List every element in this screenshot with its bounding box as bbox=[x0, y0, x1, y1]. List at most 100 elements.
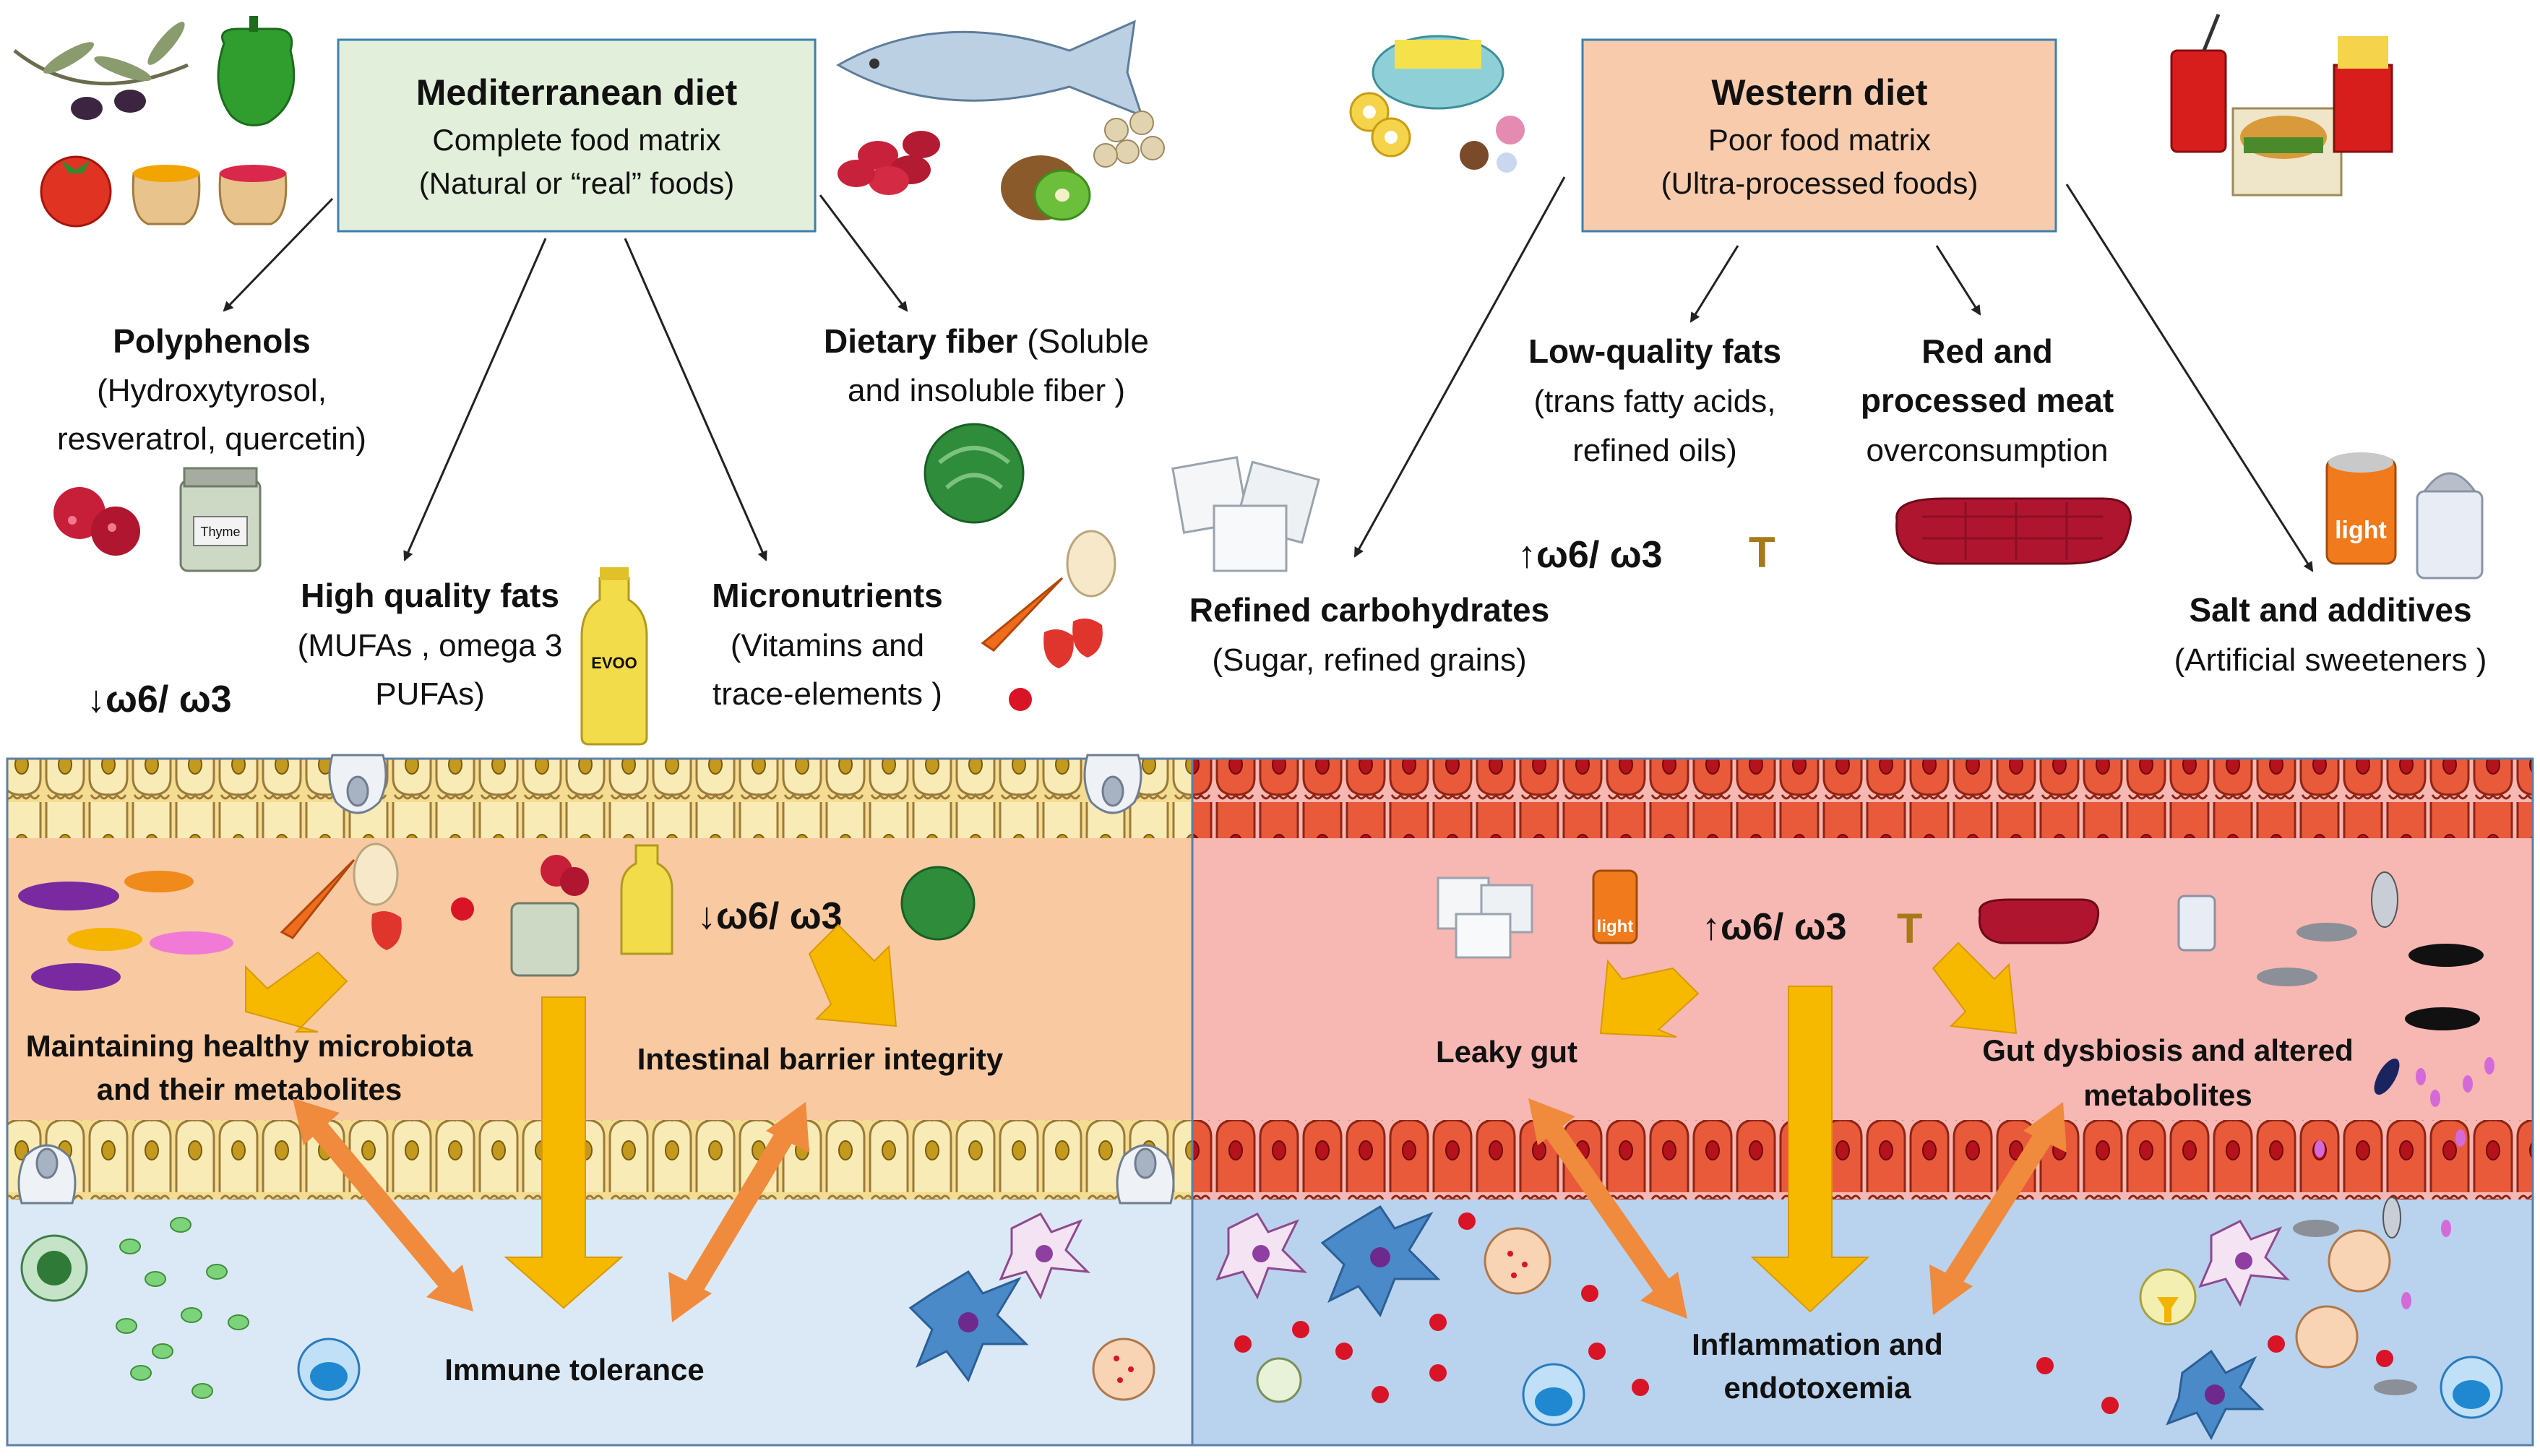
svg-text:and insoluble fiber ): and insoluble fiber ) bbox=[848, 373, 1125, 408]
kiwi-icon bbox=[1001, 155, 1091, 221]
svg-text:(Vitamins and: (Vitamins and bbox=[731, 628, 924, 663]
salt-additives-label: Salt and additives (Artificial sweetener… bbox=[2174, 591, 2487, 678]
svg-text:Polyphenols: Polyphenols bbox=[113, 322, 310, 360]
svg-text:metabolites: metabolites bbox=[2083, 1078, 2252, 1112]
mediterranean-subtitle-2: (Natural or “real” foods) bbox=[419, 166, 734, 200]
raspberries-icon bbox=[53, 487, 140, 556]
svg-text:(Sugar, refined grains): (Sugar, refined grains) bbox=[1212, 642, 1526, 678]
spice-sack-red-icon bbox=[218, 165, 288, 225]
leaky-gut-label: Leaky gut bbox=[1436, 1035, 1577, 1069]
western-subtitle-1: Poor food matrix bbox=[1708, 123, 1931, 157]
refined-carbohydrates-label: Refined carbohydrates (Sugar, refined gr… bbox=[1189, 591, 1549, 678]
svg-text:Inflammation and: Inflammation and bbox=[1692, 1327, 1943, 1361]
polyphenols-label: Polyphenols (Hydroxytyrosol, resveratrol… bbox=[57, 322, 366, 457]
svg-text:(MUFAs , omega 3: (MUFAs , omega 3 bbox=[298, 628, 563, 663]
right-dysbiotic-microbes bbox=[2257, 871, 2494, 1158]
left-epithelium-top bbox=[7, 759, 1192, 838]
svg-text:overconsumption: overconsumption bbox=[1866, 433, 2108, 468]
micronutrients-label: Micronutrients (Vitamins and trace-eleme… bbox=[712, 577, 942, 712]
svg-text:Refined carbohydrates: Refined carbohydrates bbox=[1189, 591, 1549, 629]
mediterranean-subtitle-1: Complete food matrix bbox=[432, 123, 720, 157]
right-yellow-arrows bbox=[1599, 942, 2018, 1313]
right-mucosa-microbes bbox=[2293, 1197, 2451, 1395]
left-lumen-food-icons bbox=[280, 843, 976, 977]
left-yellow-arrows bbox=[245, 923, 897, 1309]
mediterranean-title: Mediterranean diet bbox=[416, 72, 738, 113]
svg-text:PUFAs): PUFAs) bbox=[375, 676, 485, 712]
western-subtitle-2: (Ultra-processed foods) bbox=[1661, 166, 1979, 200]
left-double-arrow-heads bbox=[293, 1098, 809, 1322]
light-can-icon: light bbox=[2325, 452, 2397, 565]
svg-text:Thyme: Thyme bbox=[200, 525, 240, 539]
fast-food-icon bbox=[2170, 14, 2393, 197]
donut-snack-icon bbox=[1349, 92, 1411, 158]
steak-icon bbox=[1895, 497, 2132, 565]
trans-fat-mark-top: T bbox=[1749, 528, 1775, 577]
barrier-integrity-label: Intestinal barrier integrity bbox=[637, 1042, 1004, 1076]
svg-text:light: light bbox=[2335, 517, 2387, 544]
svg-text:Salt and additives: Salt and additives bbox=[2189, 591, 2471, 629]
right-immune-cell-icons bbox=[1215, 1205, 2503, 1441]
fish-icon bbox=[835, 20, 1144, 118]
dysbiosis-label: Gut dysbiosis and altered metabolites bbox=[1982, 1033, 2353, 1112]
low-quality-fats-label: Low-quality fats (trans fatty acids, ref… bbox=[1528, 332, 1781, 468]
svg-text:Maintaining healthy microbiota: Maintaining healthy microbiota bbox=[26, 1029, 473, 1063]
ratio-down-gut: ↓ω6/ ω3 bbox=[697, 895, 843, 937]
svg-text:High quality fats: High quality fats bbox=[301, 577, 559, 614]
svg-text:(Hydroxytyrosol,: (Hydroxytyrosol, bbox=[97, 373, 327, 408]
svg-text:Red and: Red and bbox=[1921, 332, 2052, 370]
left-microbiota-icons bbox=[18, 871, 233, 991]
red-beans-icon bbox=[838, 131, 940, 195]
sugar-cubes-icon bbox=[1171, 456, 1320, 572]
component-arrows bbox=[223, 176, 2314, 572]
svg-text:endotoxemia: endotoxemia bbox=[1723, 1371, 1911, 1405]
left-immune-cell-icons bbox=[20, 1212, 1155, 1401]
ratio-up-gut: ↑ω6/ ω3 bbox=[1702, 906, 1847, 948]
left-double-arrows bbox=[310, 1121, 797, 1299]
ratio-down-top: ↓ω6/ ω3 bbox=[87, 679, 232, 720]
red-meat-label: Red and processed meat overconsumption bbox=[1861, 332, 2114, 468]
ratio-up-top: ↑ω6/ ω3 bbox=[1517, 534, 1663, 576]
salt-shaker-icon bbox=[2416, 472, 2484, 580]
left-metabolite-dots bbox=[116, 1217, 249, 1399]
evoo-bottle-icon: EVOO bbox=[580, 567, 648, 746]
svg-text:(Artificial sweeteners ): (Artificial sweeteners ) bbox=[2174, 642, 2487, 678]
trans-fat-mark-gut: T bbox=[1897, 905, 1922, 952]
left-epithelium-bottom bbox=[7, 1120, 1192, 1199]
svg-text:Gut dysbiosis and altered: Gut dysbiosis and altered bbox=[1982, 1033, 2353, 1067]
svg-text:Micronutrients: Micronutrients bbox=[712, 577, 942, 614]
left-microbiota-label: Maintaining healthy microbiota and their… bbox=[26, 1029, 473, 1106]
high-quality-fats-label: High quality fats (MUFAs , omega 3 PUFAs… bbox=[298, 577, 563, 712]
candies-icon bbox=[1460, 116, 1525, 173]
cabbage-icon bbox=[924, 423, 1025, 524]
right-double-arrows bbox=[1545, 1124, 2054, 1293]
chickpeas-icon bbox=[1093, 111, 1165, 168]
right-epithelium-top bbox=[1192, 759, 2533, 838]
endotoxin-dots bbox=[1234, 1212, 2393, 1414]
mediterranean-diet-box: Mediterranean diet Complete food matrix … bbox=[337, 38, 817, 233]
fries-bowl-icon bbox=[1372, 35, 1504, 110]
right-epithelium-bottom bbox=[1192, 1120, 2533, 1199]
svg-text:Dietary fiber (Soluble: Dietary fiber (Soluble bbox=[824, 322, 1149, 360]
svg-text:refined oils): refined oils) bbox=[1572, 433, 1736, 468]
goblet-cell-icons bbox=[17, 754, 1175, 1205]
immune-tolerance-label: Immune tolerance bbox=[444, 1353, 704, 1387]
olive-branch-icon bbox=[13, 22, 189, 120]
inflammation-label: Inflammation and endotoxemia bbox=[1692, 1327, 1943, 1405]
spice-sack-yellow-icon bbox=[132, 165, 201, 225]
carrot-egg-strawberry-icon bbox=[981, 530, 1116, 711]
right-double-arrow-heads bbox=[1528, 1098, 2067, 1319]
svg-text:processed meat: processed meat bbox=[1861, 382, 2114, 419]
western-diet-box: Western diet Poor food matrix (Ultra-pro… bbox=[1581, 38, 2057, 233]
svg-text:trace-elements ): trace-elements ) bbox=[713, 676, 942, 712]
green-pepper-icon bbox=[217, 16, 296, 126]
thyme-jar-icon: Thyme bbox=[179, 467, 262, 572]
svg-text:resveratrol, quercetin): resveratrol, quercetin) bbox=[57, 421, 366, 457]
svg-text:Low-quality fats: Low-quality fats bbox=[1528, 332, 1781, 370]
dietary-fiber-label: Dietary fiber (Soluble and insoluble fib… bbox=[824, 322, 1149, 408]
svg-text:light: light bbox=[1597, 917, 1634, 936]
gut-section-frame bbox=[6, 757, 2534, 1447]
svg-text:EVOO: EVOO bbox=[591, 654, 637, 672]
